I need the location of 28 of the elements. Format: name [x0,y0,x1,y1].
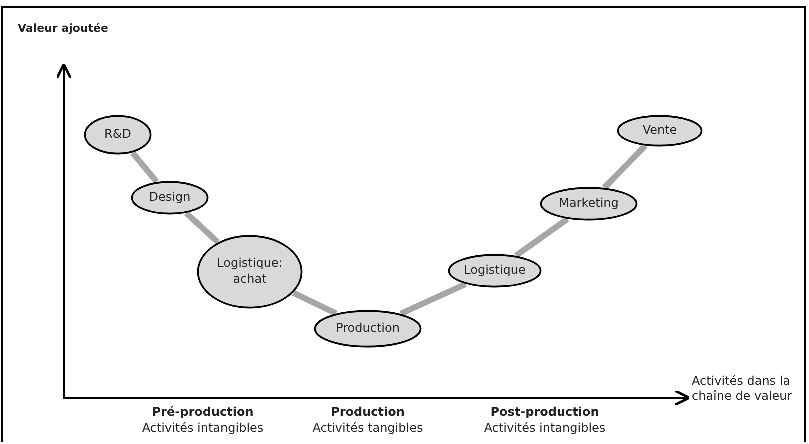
stage-label: R&D [104,127,132,143]
phase-title: Production [330,405,406,419]
stage-ellipse [617,115,703,147]
curve-segment [130,151,160,184]
stage-label: Production [336,321,400,337]
phase-title: Post-production [490,405,600,419]
stage-label: Logistique: achat [217,256,283,288]
curve-segment [514,216,570,258]
stage-ellipse [131,181,209,215]
stage-label: Logistique [464,263,526,279]
stage-label: Marketing [559,196,619,212]
phase-subtitle: Activités tangibles [312,421,424,435]
phase-subtitle: Activités intangibles [483,421,607,435]
stage-label: Design [149,190,191,206]
stage-label: Vente [642,123,678,139]
curve-segment [292,290,338,316]
stage-ellipse [314,310,422,348]
axis-title: Activités dans la chaîne de valeur [692,374,794,404]
stage-ellipse [540,187,638,221]
curve-segment [184,211,220,245]
curve-segment [602,144,648,190]
stage-ellipse [84,115,152,155]
phase-title: Pré-production [151,405,255,419]
curve-segment [400,282,468,317]
stage-ellipse [448,254,542,288]
stage-ellipse [197,235,303,309]
axis-title: Valeur ajoutée [18,22,108,35]
phase-subtitle: Activités intangibles [141,421,265,435]
